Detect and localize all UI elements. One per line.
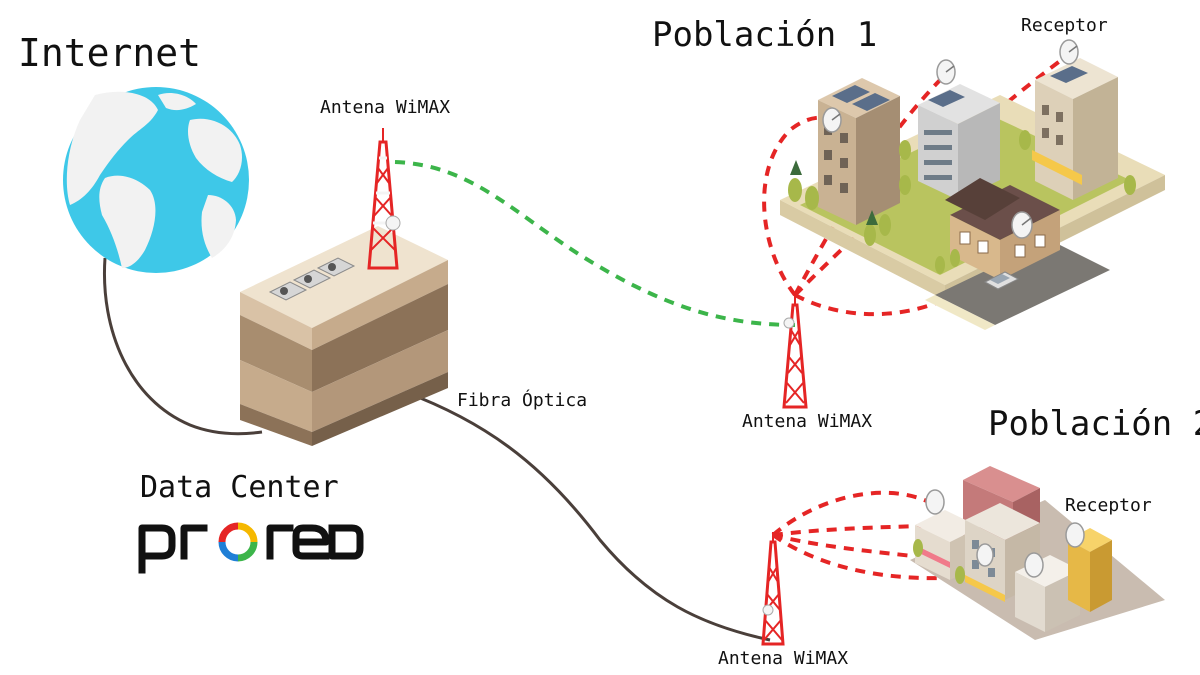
server-building-icon: [240, 226, 448, 446]
building: [918, 84, 1000, 200]
poblacion1-title: Población 1: [652, 15, 877, 55]
green-wireless-link: [394, 160, 796, 327]
satellite-dish-icon: [1059, 39, 1079, 65]
car-icon: [983, 271, 1020, 290]
globe-icon: [63, 87, 249, 273]
satellite-dish-icon: [1011, 211, 1033, 239]
fibra-label: Fibra Óptica: [457, 389, 587, 411]
wimax-tower-icon: [761, 532, 785, 646]
poblacion2-title: Población 2: [988, 404, 1200, 444]
city-block-poblacion1: [780, 58, 1165, 330]
antena-label-mid: Antena WiMAX: [742, 411, 872, 432]
antena-label-top: Antena WiMAX: [320, 97, 450, 118]
tree-icon: [788, 130, 1136, 274]
wimax-tower-icon: [782, 295, 808, 409]
receptor-label-2: Receptor: [1065, 495, 1152, 516]
building: [818, 78, 900, 225]
satellite-dish-icon: [976, 543, 994, 567]
antena-label-bottom: Antena WiMAX: [718, 648, 848, 669]
city-block-poblacion2: [910, 466, 1165, 640]
data-center-label: Data Center: [140, 470, 339, 505]
house-icon: [945, 178, 1060, 280]
satellite-dish-icon: [822, 107, 842, 133]
satellite-dish-icon: [925, 489, 945, 515]
satellite-dish-icon: [936, 59, 956, 85]
building: [1032, 58, 1118, 200]
internet-cable: [102, 257, 263, 436]
prored-logo: prored: [138, 522, 364, 574]
wimax-tower-icon: [367, 128, 401, 270]
satellite-dish-icon: [1024, 552, 1044, 578]
fiber-optic-cable: [404, 390, 771, 642]
tree-icon: [913, 539, 965, 584]
receptor-label-1: Receptor: [1021, 15, 1108, 36]
satellite-dish-icon: [1065, 522, 1085, 548]
internet-label: Internet: [18, 31, 201, 75]
